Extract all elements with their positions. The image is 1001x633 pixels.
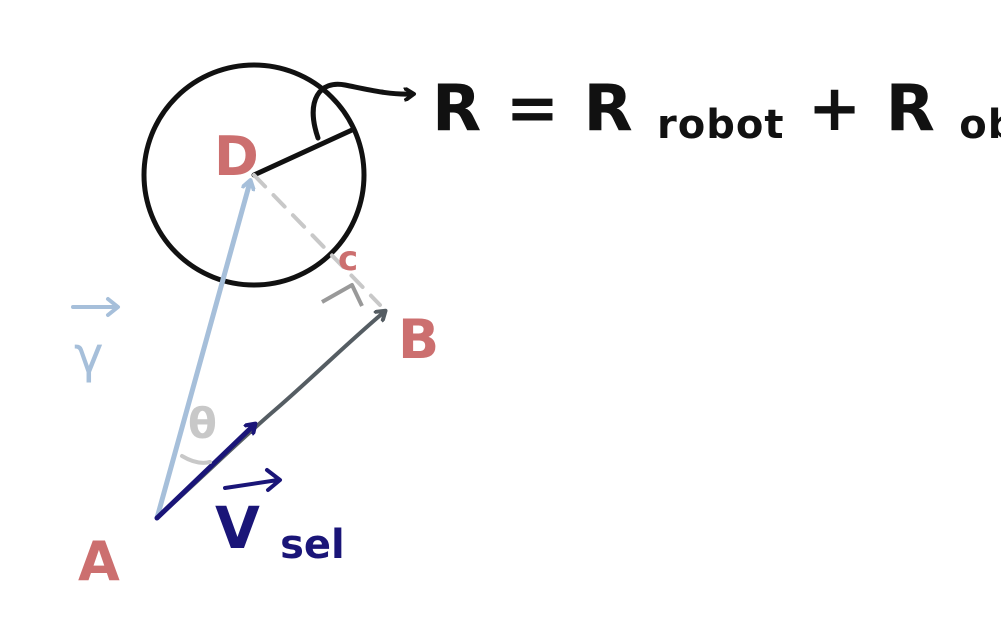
vsel-sub: sel (280, 522, 345, 568)
label-vector-gamma: γ (74, 326, 104, 384)
label-point-d: D (214, 125, 259, 188)
label-vector-vsel: V sel (215, 494, 345, 568)
formula-term1-sub: robot (657, 102, 784, 148)
label-point-a: A (78, 530, 120, 593)
vector-vsel-arrow (154, 425, 254, 521)
vsel-overarrow-icon (223, 468, 282, 492)
gamma-overarrow-icon (71, 297, 120, 317)
formula-equals: = (506, 72, 584, 146)
formula-lhs: R (432, 72, 482, 146)
obstacle-circle (141, 62, 367, 288)
formula-term2-sub: obstacle (959, 102, 1001, 148)
angle-arc (180, 454, 212, 465)
formula-radius: R = R robot + R obstacle (432, 72, 1001, 154)
radius-pointer-arrow (310, 81, 412, 141)
dashed-line-d-to-b (252, 173, 382, 307)
vsel-main: V (215, 494, 260, 562)
label-point-c: c (338, 239, 358, 279)
formula-term1-main: R (583, 72, 633, 146)
label-angle-theta: θ (188, 399, 217, 448)
vector-gamma-arrow (154, 182, 250, 521)
radius-line (251, 127, 355, 178)
right-angle-marker (321, 283, 364, 307)
formula-plus: + (808, 72, 886, 146)
label-point-b: B (398, 308, 439, 371)
formula-term2-main: R (886, 72, 936, 146)
